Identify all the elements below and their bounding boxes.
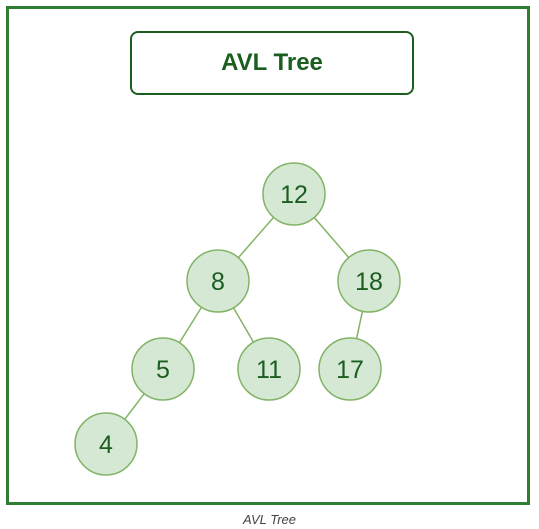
edge-n8-n11 xyxy=(232,307,255,343)
node-circle xyxy=(237,337,301,401)
tree-node-4: 4 xyxy=(74,412,138,476)
tree-nodes: 12 8 18 5 11 17 4 xyxy=(74,162,401,476)
node-circle xyxy=(262,162,326,226)
edge-n5-n4 xyxy=(124,393,145,420)
tree-node-5: 5 xyxy=(131,337,195,401)
node-label: 12 xyxy=(280,181,308,209)
edge-n18-n17 xyxy=(355,311,364,339)
node-label: 8 xyxy=(211,268,225,296)
node-label: 17 xyxy=(336,356,364,384)
node-circle xyxy=(74,412,138,476)
figure-caption: AVL Tree xyxy=(243,512,296,527)
edge-n12-n18 xyxy=(313,216,350,259)
diagram-title: AVL Tree xyxy=(130,31,414,95)
node-circle xyxy=(131,337,195,401)
node-label: 18 xyxy=(355,268,383,296)
tree-node-8: 8 xyxy=(186,249,250,313)
node-circle xyxy=(318,337,382,401)
tree-node-18: 18 xyxy=(337,249,401,313)
node-circle xyxy=(337,249,401,313)
tree-node-12: 12 xyxy=(262,162,326,226)
node-label: 4 xyxy=(99,431,113,459)
tree-edges xyxy=(124,216,364,420)
node-label: 11 xyxy=(256,356,282,384)
edge-n12-n8 xyxy=(237,216,275,259)
edge-n8-n5 xyxy=(178,306,203,344)
node-circle xyxy=(186,249,250,313)
tree-node-17: 17 xyxy=(318,337,382,401)
diagram-frame xyxy=(6,6,530,505)
tree-node-11: 11 xyxy=(237,337,301,401)
node-label: 5 xyxy=(156,356,170,384)
